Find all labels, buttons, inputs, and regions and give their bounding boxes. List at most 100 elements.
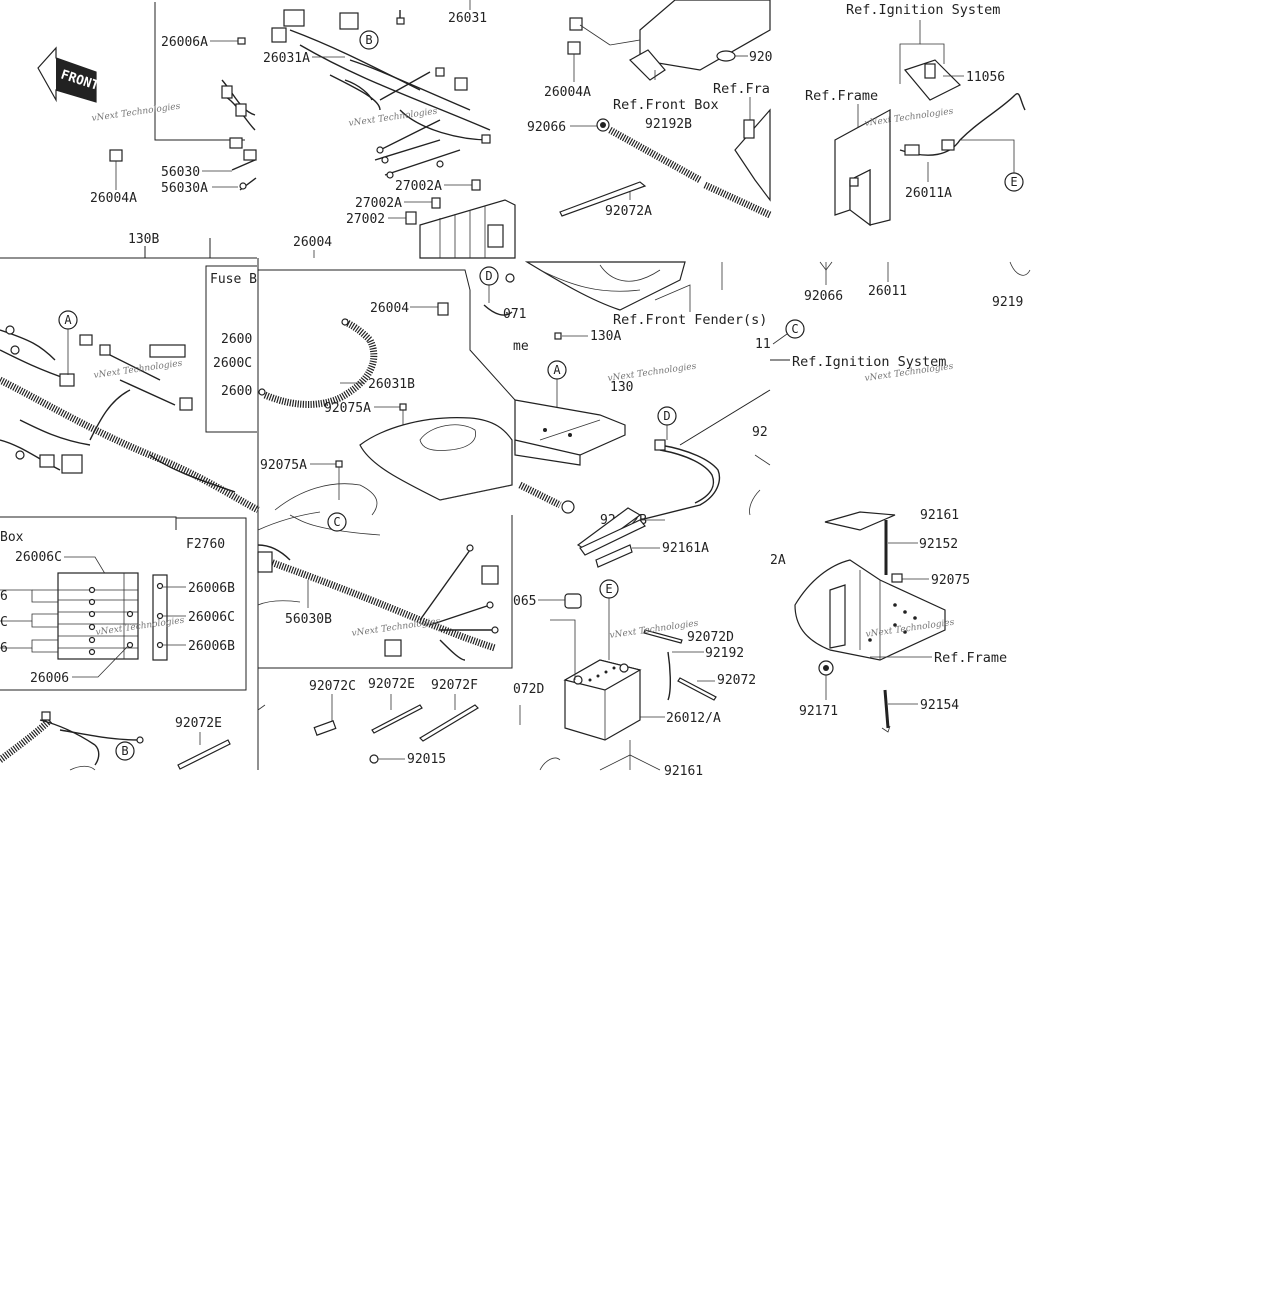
label-92075A-b: 92075A (260, 458, 307, 473)
label-6-a: 6 (0, 589, 8, 604)
label-2600-b: 2600 (221, 384, 252, 399)
label-92192: 92192 (705, 646, 744, 661)
label-26006C-top: 26006C (15, 550, 62, 565)
label-072D: 072D (513, 682, 544, 697)
watermark-1: vNext Technologies (91, 102, 181, 124)
label-92015: 92015 (407, 752, 446, 767)
label-2600-a: 2600 (221, 332, 252, 347)
label-9219: 9219 (992, 295, 1023, 310)
label-92075A-a: 92075A (324, 401, 371, 416)
label-6-b: 6 (0, 641, 8, 656)
circle-callout-b-low: B (121, 744, 128, 758)
frame-parts-right (734, 108, 771, 202)
figure-code: F2760 (186, 537, 225, 552)
ref-frame-cut: Ref.Fra (713, 81, 770, 97)
label-box: Box (0, 530, 24, 545)
seat-tray (359, 417, 513, 501)
label-c: C (0, 615, 8, 630)
label-130A: 130A (590, 329, 621, 344)
label-26004A-mid: 26004A (544, 85, 591, 100)
circle-callout-b-top: B (365, 33, 372, 47)
label-92075: 92075 (931, 573, 970, 588)
label-92161: 92161 (664, 764, 703, 779)
watermark-4: vNext Technologies (93, 359, 183, 381)
fuse-box-detail (57, 572, 168, 661)
harness-bottom-left (0, 711, 144, 771)
label-92161-right: 92161 (920, 508, 959, 523)
label-2A: 2A (770, 553, 786, 568)
label-92154: 92154 (920, 698, 959, 713)
circle-callout-d-mid: D (485, 269, 492, 283)
circle-callout-a-left: A (64, 313, 72, 327)
label-26011: 26011 (868, 284, 907, 299)
harness-26031 (271, 9, 491, 179)
front-fender-silhouette (524, 261, 686, 311)
circle-callout-c-right: C (791, 322, 798, 336)
label-92171: 92171 (799, 704, 838, 719)
label-92072E-mid: 92072E (368, 677, 415, 692)
ref-front-fender: Ref.Front Fender(s) (613, 312, 767, 328)
label-071: 071 (503, 307, 526, 322)
connector-26004A-left (109, 149, 123, 190)
label-92072C: 92072C (309, 679, 356, 694)
label-26031: 26031 (448, 11, 487, 26)
label-92072D: 92072D (687, 630, 734, 645)
label-27002: 27002 (346, 212, 385, 227)
label-me: me (513, 339, 529, 354)
label-56030: 56030 (161, 165, 200, 180)
fuse-block-top (419, 199, 516, 259)
label-27002A-2: 27002A (355, 196, 402, 211)
label-92192B: 92192B (645, 117, 692, 132)
circle-callout-c-mid: C (333, 515, 340, 529)
label-26006B-a: 26006B (188, 581, 235, 596)
ref-ignition-system-mid: Ref.Ignition System (792, 354, 946, 370)
circle-callout-d-mid2: D (663, 409, 670, 423)
ref-front-box: Ref.Front Box (613, 97, 719, 113)
front-arrow: FRONT (37, 46, 101, 103)
ref-frame-bottom: Ref.Frame (934, 650, 1007, 666)
battery-26012A (563, 659, 642, 741)
label-92: 92 (752, 425, 768, 440)
label-11056: 11056 (966, 70, 1005, 85)
label-920: 920 (749, 50, 772, 65)
label-92066-a: 92066 (527, 120, 566, 135)
frame-member-mid (514, 399, 626, 514)
label-56030B: 56030B (285, 612, 332, 627)
lower-harness (257, 514, 499, 661)
harness-26031B (258, 318, 378, 408)
label-92066-b: 92066 (804, 289, 843, 304)
watermark-8: vNext Technologies (351, 617, 441, 639)
circle-callout-e-right: E (1010, 175, 1017, 189)
label-fuse-box: Fuse B (210, 272, 257, 287)
ignition-bracket (834, 59, 1026, 227)
label-92072F: 92072F (431, 678, 478, 693)
main-harness-left (0, 325, 260, 514)
label-92072A: 92072A (605, 204, 652, 219)
watermarks: vNext Technologies vNext Technologies vN… (91, 102, 955, 641)
circle-callout-a-mid: A (553, 363, 561, 377)
front-box-assembly (567, 0, 771, 82)
label-26031B: 26031B (368, 377, 415, 392)
frame-lines (0, 2, 790, 770)
label-92152: 92152 (919, 537, 958, 552)
circle-callout-e-battery: E (605, 582, 612, 596)
label-130B: 130B (128, 232, 159, 247)
label-26006B-b: 26006B (188, 639, 235, 654)
label-26004-center: 26004 (370, 301, 409, 316)
label-92072E-left: 92072E (175, 716, 222, 731)
label-56030A: 56030A (161, 181, 208, 196)
harness-top-left (221, 79, 257, 191)
watermark-9: vNext Technologies (609, 619, 699, 641)
label-065: 065 (513, 594, 536, 609)
label-26004A-left: 26004A (90, 191, 137, 206)
label-26006C-b: 26006C (188, 610, 235, 625)
watermark-3: vNext Technologies (864, 107, 954, 129)
label-26006: 26006 (30, 671, 69, 686)
battery-tray (794, 559, 946, 661)
label-27002A: 27002A (395, 179, 442, 194)
watermark-5: vNext Technologies (607, 362, 697, 384)
label-11: 11 (755, 337, 771, 352)
nut-92171 (818, 660, 834, 700)
